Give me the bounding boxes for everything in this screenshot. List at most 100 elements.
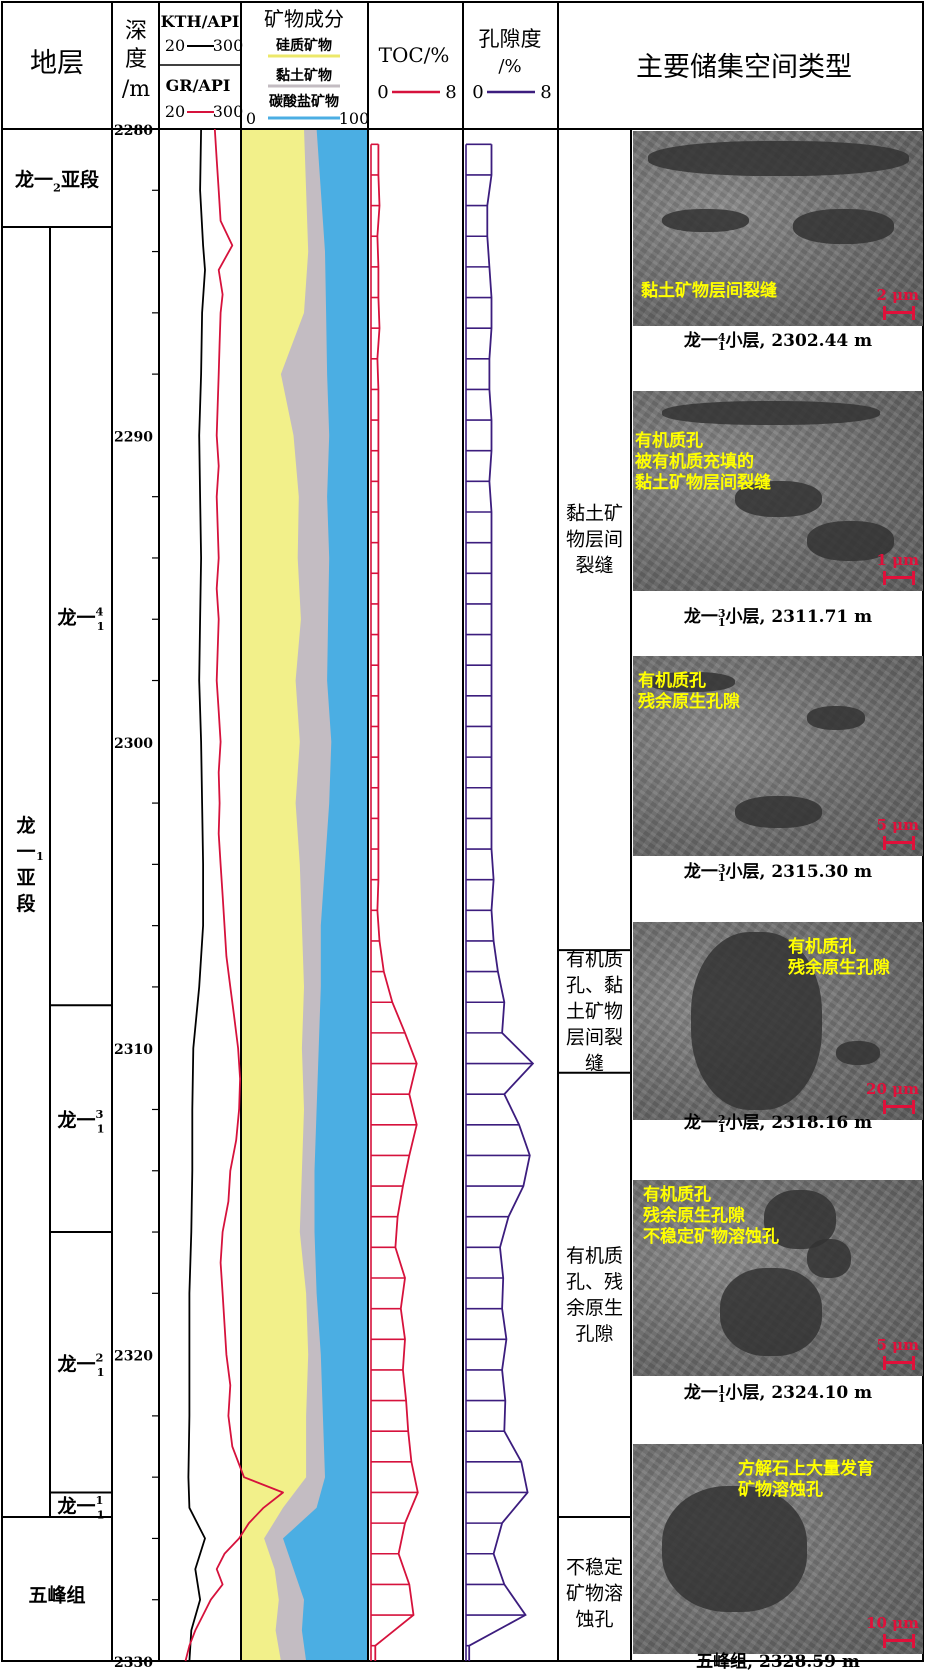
stratum-label: 龙一2亚段 [15, 168, 100, 195]
sem-caption: 五峰组, 2328.59 m [696, 1652, 860, 1672]
sem-scale-bar [883, 571, 915, 585]
depth-tick-label: 2330 [114, 1655, 153, 1671]
sem-pore-region [807, 1238, 851, 1278]
space-type-label: 有机质 [566, 948, 623, 970]
space-type-label: 黏土矿 [566, 503, 623, 525]
space-type-label: 有机质 [566, 1245, 623, 1267]
sem-pore-region [807, 521, 894, 561]
sem-image: 黏土矿物层间裂缝 2 μm [633, 131, 923, 326]
sem-annotation: 有机质孔 [638, 671, 706, 691]
mineral-clay-legend: 黏土矿物 [276, 67, 332, 84]
sem-scale-label: 5 μm [876, 1336, 919, 1354]
kth-log-line [187, 128, 206, 1662]
siliceous-fill [241, 129, 309, 1661]
sem-image: 方解石上大量发育矿物溶蚀孔 10 μm [633, 1444, 923, 1654]
gr-range-max: 300 [213, 102, 244, 121]
sem-scale-label: 20 μm [866, 1080, 919, 1098]
depth-tick-label: 2290 [114, 429, 153, 445]
sem-annotation: 方解石上大量发育 [738, 1459, 874, 1479]
kth-header: KTH/API [161, 12, 240, 31]
gr-range-min: 20 [165, 102, 185, 121]
sem-pore-region [662, 209, 749, 233]
sem-scale-bar [883, 1356, 915, 1370]
sem-pore-region [763, 1189, 836, 1249]
sem-pore-region [734, 796, 822, 828]
sem-scale-bar [883, 836, 915, 850]
gr-header: GR/API [166, 76, 231, 95]
sem-annotation: 不稳定矿物溶蚀孔 [643, 1227, 779, 1247]
space-type-label: 土矿物 [566, 1000, 623, 1022]
sem-scale-label: 2 μm [876, 286, 919, 304]
sem-annotation: 残余原生孔隙 [788, 958, 890, 978]
sem-annotation: 黏土矿物层间裂缝 [641, 281, 777, 301]
space-type-header: 主要储集空间类型 [636, 52, 852, 83]
sem-annotation: 黏土矿物层间裂缝 [635, 473, 771, 493]
toc-range-min: 0 [377, 82, 388, 103]
toc-header: TOC/% [379, 43, 450, 67]
sem-annotation: 有机质孔 [635, 431, 703, 451]
stratum-label: 五峰组 [28, 1584, 85, 1607]
sem-scale-bar [883, 1634, 915, 1648]
space-type-label: 物层间 [566, 529, 623, 551]
porosity-range-min: 0 [472, 82, 483, 103]
porosity-header: 孔隙度 [479, 27, 542, 51]
toc-range-max: 8 [445, 82, 456, 103]
sem-pore-region [662, 401, 880, 425]
depth-header: 度 [125, 47, 147, 72]
depth-tick-label: 2320 [114, 1349, 153, 1365]
space-type-label: 余原生 [566, 1297, 623, 1319]
kth-range-max: 300 [213, 36, 244, 55]
sem-annotation: 有机质孔 [643, 1185, 711, 1205]
space-type-label: 缝 [585, 1052, 604, 1074]
sem-annotation: 被有机质充填的 [635, 452, 754, 472]
depth-tick-label: 2310 [114, 1042, 153, 1058]
sem-image: 有机质孔残余原生孔隙 5 μm [633, 656, 923, 856]
mineral-siliceous-legend: 硅质矿物 [276, 37, 332, 54]
toc-line [374, 144, 419, 1661]
sem-pore-region [734, 481, 822, 517]
sem-pore-region [647, 672, 735, 692]
sem-image: 有机质孔残余原生孔隙不稳定矿物溶蚀孔 5 μm [633, 1180, 923, 1376]
porosity-line [468, 144, 535, 1661]
sem-annotation: 残余原生孔隙 [638, 692, 740, 712]
space-type-label: 不稳定 [566, 1557, 623, 1579]
sem-scale-bar [883, 306, 915, 320]
kth-range-min: 20 [165, 36, 185, 55]
sem-pore-region [647, 140, 909, 176]
mineral-range-max: 100 [339, 109, 370, 128]
gr-log-line [184, 128, 284, 1662]
sem-annotation: 矿物溶蚀孔 [738, 1480, 823, 1500]
sem-annotation: 残余原生孔隙 [643, 1206, 745, 1226]
mineral-carbonate-legend: 碳酸盐矿物 [269, 93, 339, 110]
porosity-range-max: 8 [540, 82, 551, 103]
space-type-label: 矿物溶 [566, 1583, 623, 1605]
sem-scale-label: 10 μm [866, 1614, 919, 1632]
sem-pore-region [792, 209, 894, 245]
stratum-label-sup: 1 [36, 850, 44, 863]
sem-scale-label: 1 μm [876, 551, 919, 569]
sem-scale-label: 5 μm [876, 816, 919, 834]
space-type-label: 蚀孔 [575, 1609, 613, 1631]
sem-scale-bar [883, 1100, 915, 1114]
depth-header: 深 [125, 19, 147, 44]
sem-pore-region [720, 1268, 822, 1357]
sem-image: 有机质孔被有机质充填的黏土矿物层间裂缝 1 μm [633, 391, 923, 591]
stratum-header: 地层 [30, 48, 84, 79]
mineral-range-min: 0 [246, 109, 256, 128]
stratum-label: 龙一亚段 [16, 814, 36, 915]
